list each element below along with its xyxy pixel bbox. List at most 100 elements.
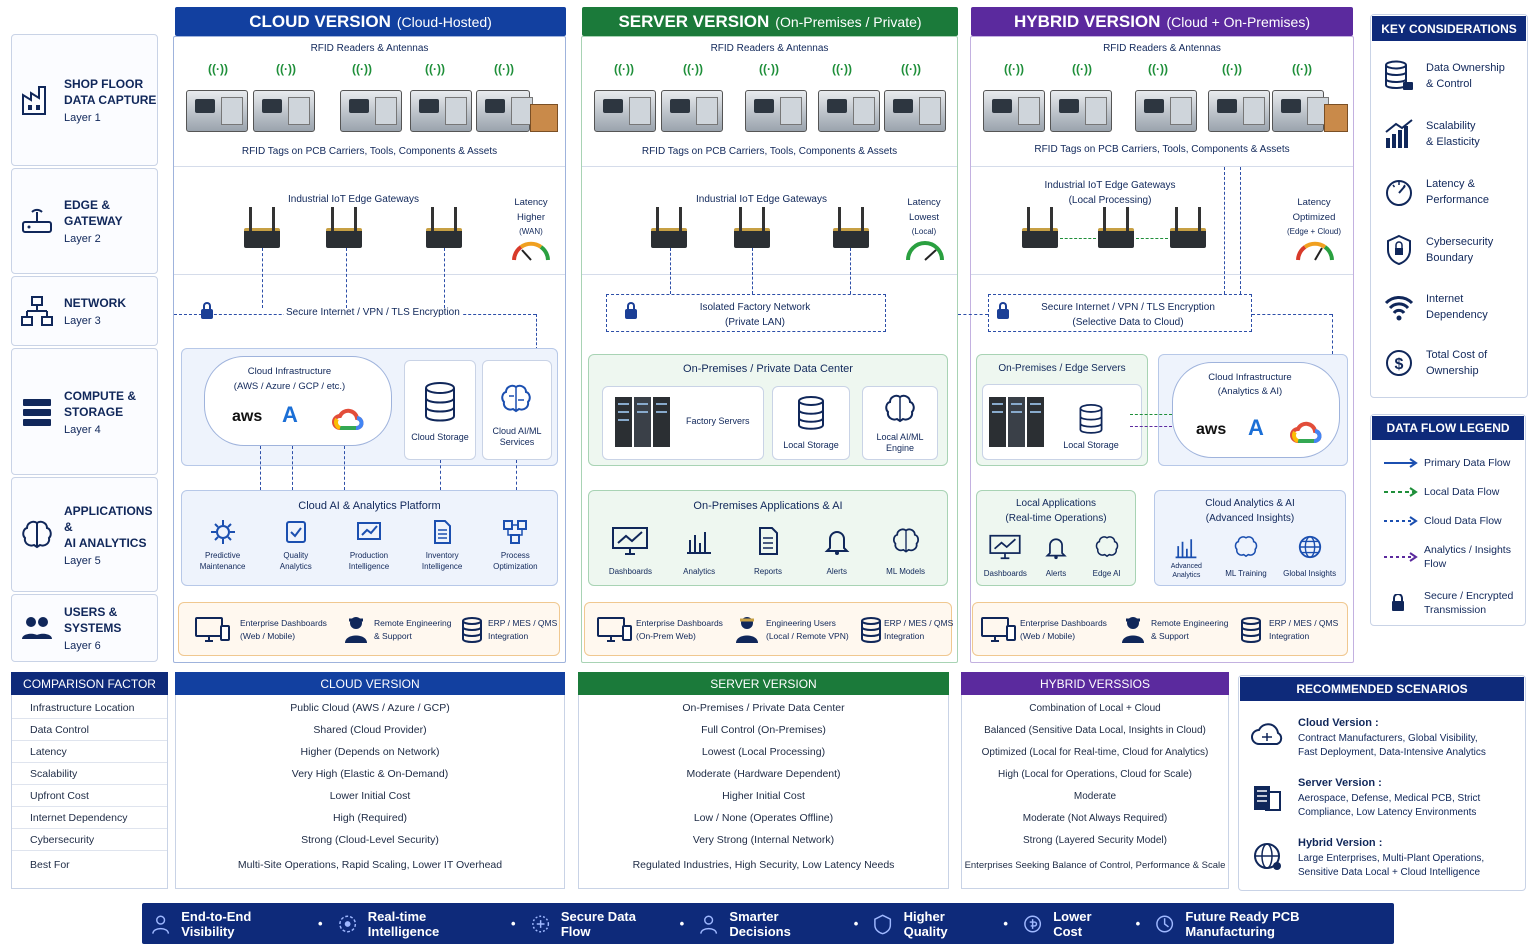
scenarios-panel [1238,675,1526,891]
scenario-name: Hybrid Version : [1298,837,1383,849]
server-value: Regulated Industries, High Security, Low… [632,859,895,871]
cloud-value: Shared (Cloud Provider) [313,724,427,736]
document-icon [434,520,452,544]
latency-gauge-icon [512,241,550,261]
hybrid-value: Optimized (Local for Real-time, Cloud fo… [981,746,1209,758]
future-ready-icon [1156,915,1174,932]
quality-analytics-item: Quality Analytics [261,518,331,580]
layer-title: NETWORK [64,296,126,310]
server-value: Lowest (Local Processing) [701,746,826,758]
hybrid-network-box [988,294,1252,332]
ml-training-item: ML Training [1217,534,1275,580]
database-icon [1079,404,1103,434]
key-considerations-header: KEY CONSIDERATIONS [1372,16,1526,41]
flow-line [536,314,537,350]
network-icon [21,296,53,326]
network-link-line [958,314,988,315]
rfid-machine [476,90,533,132]
rfid-machine [340,90,402,132]
brain-icon [1234,536,1258,558]
growth-chart-icon [1385,119,1413,148]
lock-icon [1392,594,1404,611]
cloud-rfid-band [174,37,565,167]
gateway-device [1098,207,1134,248]
legend-cloud: Cloud Data Flow [1384,514,1502,528]
server-column-frame [581,36,958,663]
legend-primary: Primary Data Flow [1384,456,1510,470]
key-internet: Internet Dependency [1384,291,1488,323]
monitor-chart-icon [989,534,1021,560]
cloud-storage-box [404,360,476,460]
local-flow-line [1136,238,1168,239]
flow-line [1224,167,1225,294]
gateway-device [1022,207,1058,248]
flow-line [292,446,293,490]
comparison-factor-column: Infrastructure Location Data Control Lat… [11,695,168,889]
server-value: Higher Initial Cost [722,790,805,802]
cloud-value: Higher (Depends on Network) [300,746,440,758]
cost-icon [1024,915,1042,932]
footer-label: Real-time Intelligence [367,908,440,939]
flow-line [670,248,671,294]
wifi-icon: ((·)) [494,62,514,76]
bar-chart-icon [687,532,712,554]
legend-title: DATA FLOW LEGEND [1386,421,1510,435]
hybrid-globe-icon [1254,843,1281,870]
separator-dot: • [853,916,859,931]
legend-label: Primary Data Flow [1424,457,1511,469]
latency-sub: (Edge + Cloud) [1286,227,1342,236]
speedometer-icon [1386,180,1412,206]
hybrid-value: Strong (Layered Security Model) [1023,834,1167,846]
separator-dot: • [679,916,685,931]
footer-label: Smarter Decisions [729,908,791,939]
app-label: Dashboards [608,567,652,576]
hybrid-rfid-caption: RFID Tags on PCB Carriers, Tools, Compon… [1034,144,1290,155]
gateway-device [651,207,687,248]
factory-servers-label: Factory Servers [686,416,750,426]
analytics-item: Analytics [669,526,729,582]
layer-number: Layer 5 [64,554,101,567]
table-header-label: SERVER VERSION [710,676,817,691]
wifi-icon [1384,296,1414,321]
rfid-machine [410,90,472,132]
legend-panel [1370,414,1526,626]
flow-line [752,248,753,294]
latency-gauge-icon [1296,241,1334,261]
quality-check-icon [285,521,306,543]
brain-icon [892,528,919,553]
gateway-device [426,207,462,248]
latency-sub: (Local) [911,227,937,236]
cloud-header-title: CLOUD VERSION [249,11,391,31]
layer-title: APPLICATIONS & AI ANALYTICS [64,503,153,550]
server-value: Low / None (Operates Offline) [693,812,834,824]
monitor-chart-icon [612,527,649,555]
brain-icon [22,520,52,548]
scenario-server: Server Version :Aerospace, Defense, Medi… [1298,776,1480,820]
flow-line [1240,167,1241,294]
legend-header: DATA FLOW LEGEND [1372,416,1524,440]
app-label: Dashboards [983,569,1027,578]
azure-logo-icon: A [282,402,298,427]
rfid-machine [594,90,656,132]
footer-item: Lower Cost [1022,909,1122,939]
gateway-device [1170,207,1206,248]
cloud-network-icon [1251,723,1283,745]
layer-number: Layer 6 [64,640,101,652]
factor-row: Infrastructure Location [12,697,167,719]
footer-label: Higher Quality [903,908,948,939]
hybrid-edge-ai-item: Edge AI [1084,534,1130,579]
inventory-intelligence-item: Inventory Intelligence [407,518,477,580]
scenario-text: Large Enterprises, Multi-Plant Operation… [1298,853,1485,878]
cloud-app-list: Predictive Maintenance Quality Analytics… [186,518,552,580]
cloud-rfid-title: RFID Readers & Antennas [310,43,429,54]
footer-item: Secure Data Flow [530,909,666,939]
gear-icon [210,520,235,544]
key-scalability: Scalability & Elasticity [1384,118,1480,150]
local-flow-line [1130,414,1172,415]
gateway-device [734,207,770,248]
hybrid-value: High (Local for Operations, Cloud for Sc… [998,768,1192,780]
rfid-machine [1135,90,1197,132]
cloud-table-column: Public Cloud (AWS / Azure / GCP) Shared … [175,695,565,889]
app-label: Process Optimization [493,551,538,571]
latency-label: Latency [1297,197,1331,208]
